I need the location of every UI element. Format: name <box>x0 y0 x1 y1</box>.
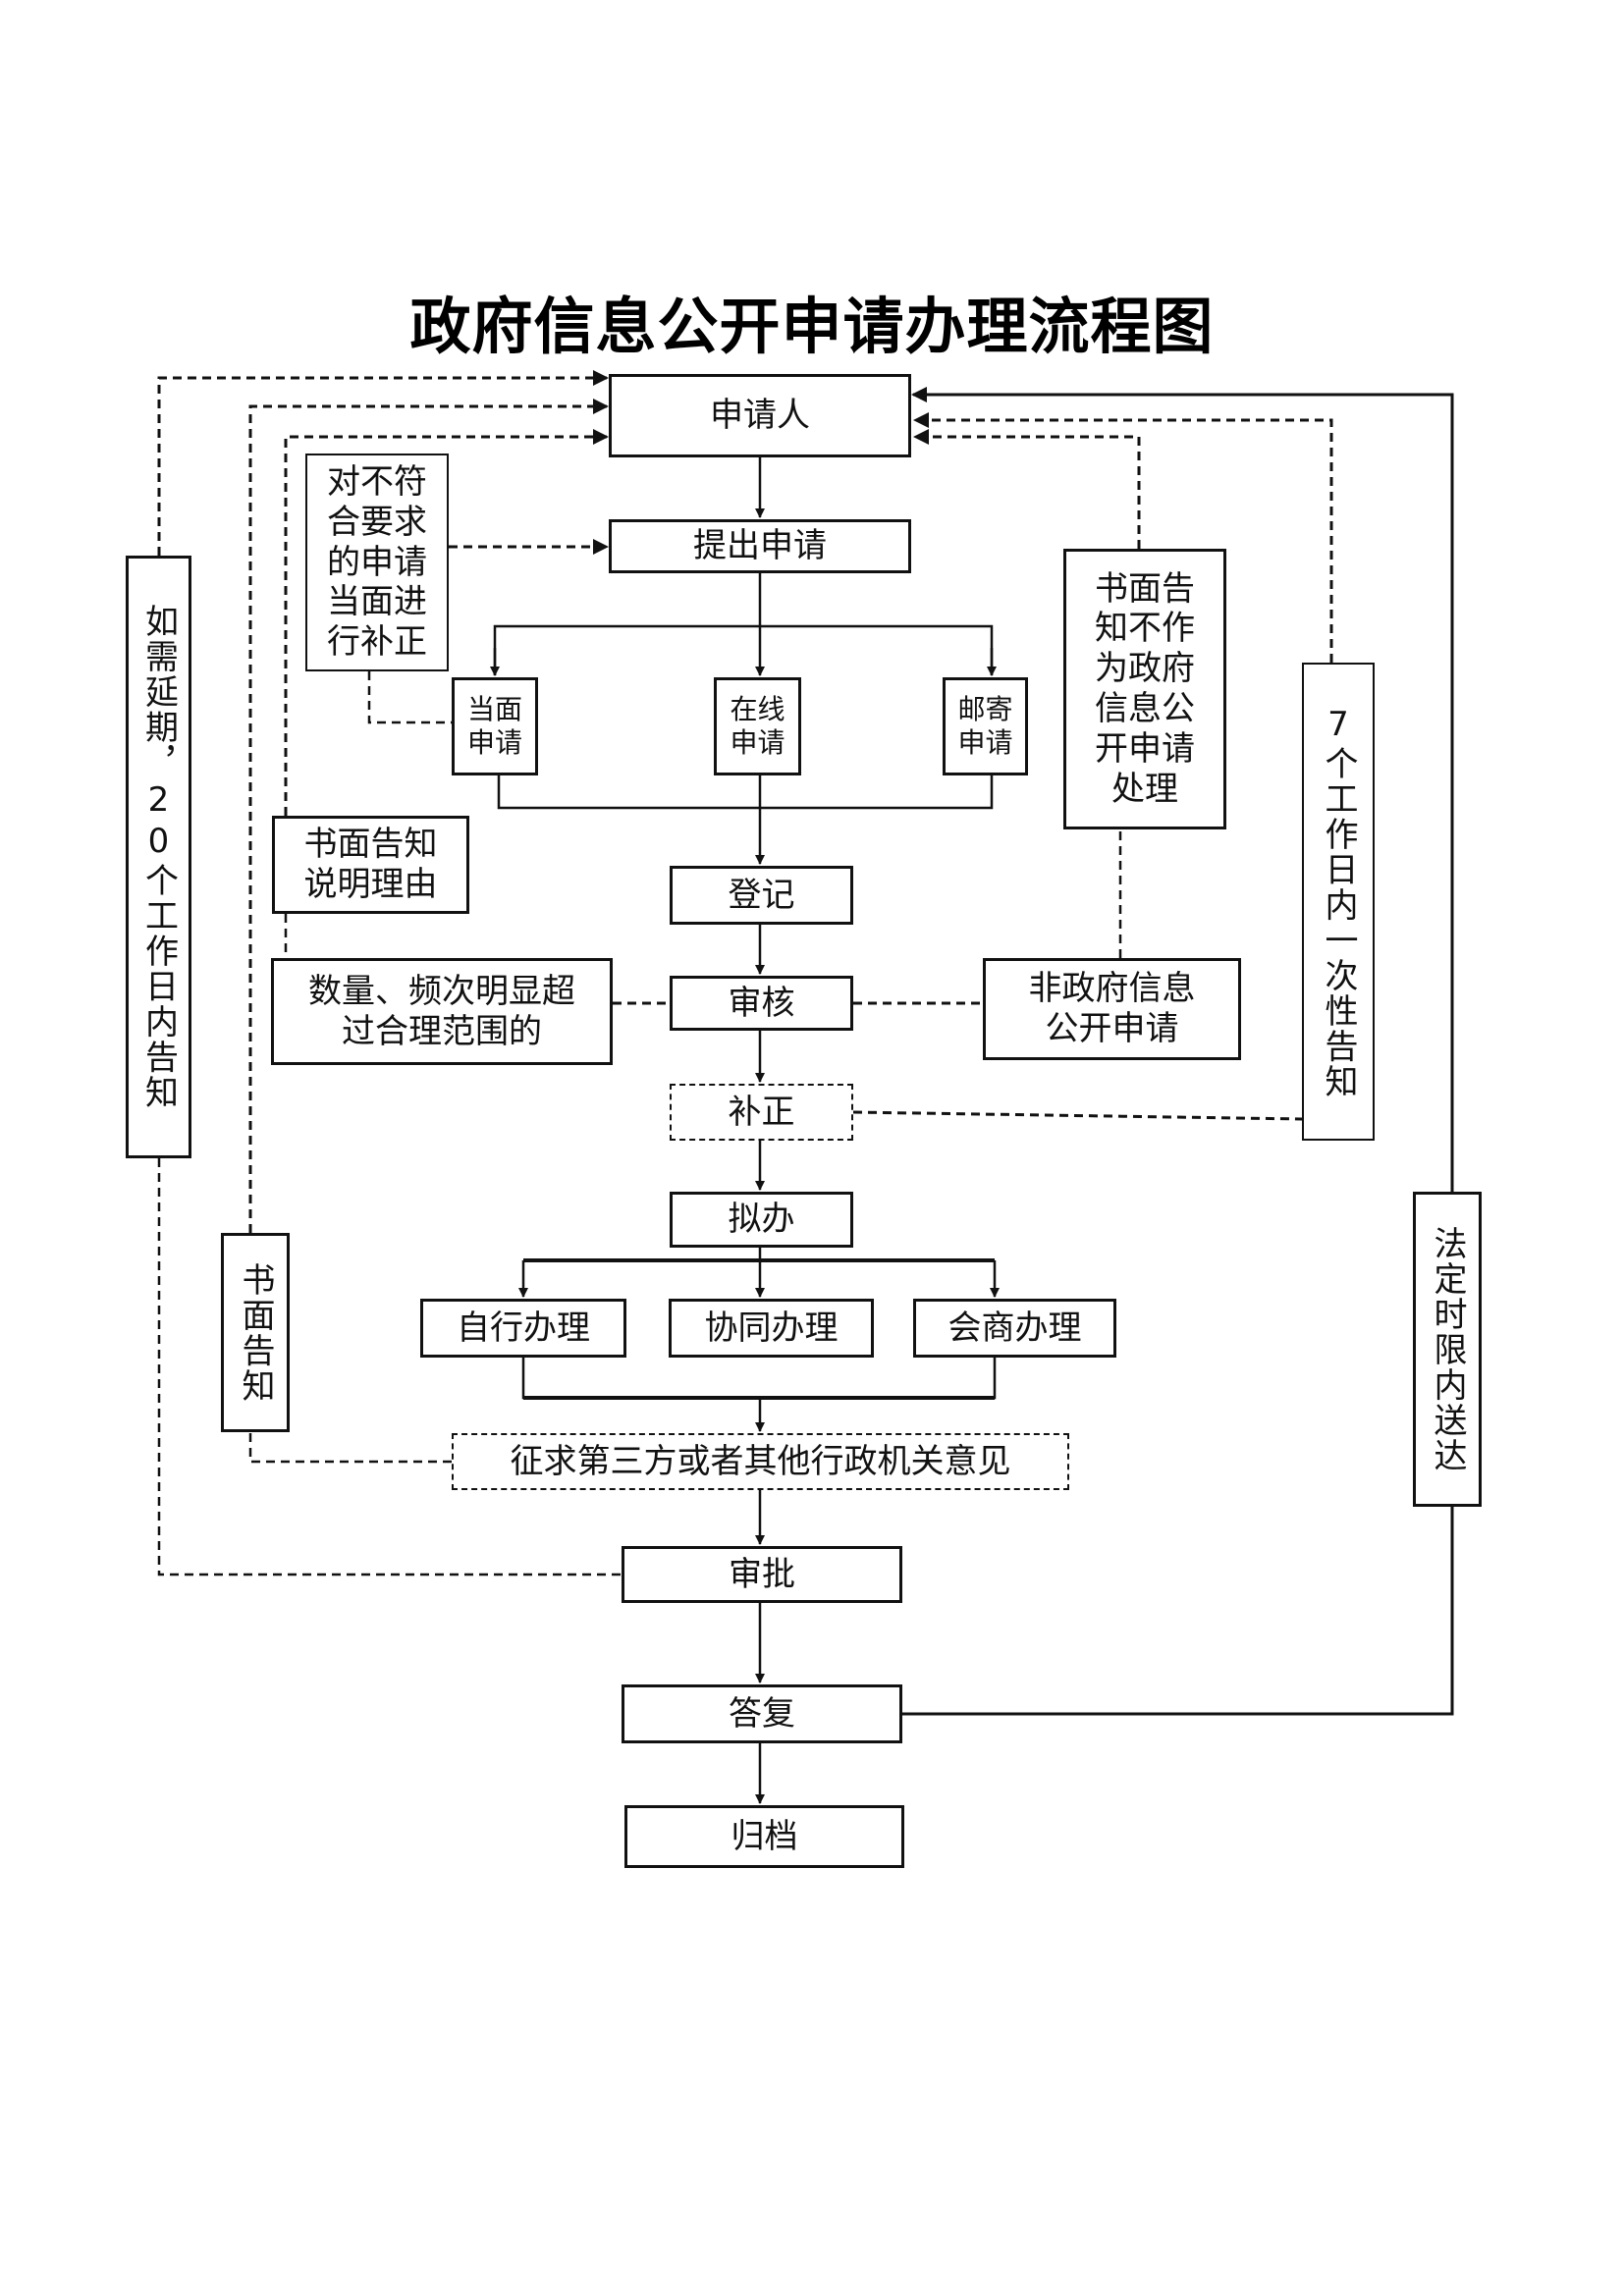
node-written-reason-label: 书面告知 说明理由 <box>303 825 438 904</box>
node-correction-on-site: 对不符 合要求 的申请 当面进 行补正 <box>305 454 449 671</box>
node-third-party: 征求第三方或者其他行政机关意见 <box>452 1433 1069 1490</box>
line-handle-merge <box>521 1358 997 1400</box>
dashed-correction-to-inperson <box>367 671 452 724</box>
node-self-handle: 自行办理 <box>420 1299 626 1358</box>
dashed-notice-to-applicant-right <box>913 429 1141 549</box>
node-seven-days-notice-label: 7个工作日内一次性告知 <box>1319 704 1358 1099</box>
node-approve-label: 审批 <box>729 1554 795 1594</box>
node-in-person: 当面 申请 <box>452 677 538 775</box>
arrow-statutory-to-applicant <box>911 387 1454 1192</box>
node-online: 在线 申请 <box>714 677 801 775</box>
node-joint-handle: 协同办理 <box>669 1299 874 1358</box>
node-submit: 提出申请 <box>609 519 911 573</box>
dashed-notice-to-applicant <box>248 399 609 1233</box>
node-reply-label: 答复 <box>729 1693 795 1734</box>
line-split-bar <box>493 624 994 675</box>
node-supplement-label: 补正 <box>728 1092 795 1132</box>
node-applicant: 申请人 <box>609 374 911 457</box>
dashed-extension-to-applicant <box>157 370 609 556</box>
node-extension-notice-label: 如需延期，20个工作日内告知 <box>138 604 179 1110</box>
node-register: 登记 <box>670 866 853 925</box>
node-statutory-delivery: 法定时限内送达 <box>1413 1192 1482 1507</box>
line-reply-to-statutory <box>902 1507 1454 1716</box>
node-consult-handle-label: 会商办理 <box>947 1308 1082 1348</box>
dashed-extension-to-approve <box>157 1158 622 1576</box>
node-not-gov-info-notice: 书面告 知不作 为政府 信息公 开申请 处理 <box>1063 549 1226 829</box>
node-not-gov-info-notice-label: 书面告 知不作 为政府 信息公 开申请 处理 <box>1095 568 1195 809</box>
node-review-label: 审核 <box>728 983 795 1023</box>
node-third-party-label: 征求第三方或者其他行政机关意见 <box>510 1441 1011 1481</box>
node-mail: 邮寄 申请 <box>943 677 1028 775</box>
node-consult-handle: 会商办理 <box>913 1299 1116 1358</box>
node-applicant-label: 申请人 <box>710 396 810 436</box>
node-non-gov-info: 非政府信息 公开申请 <box>983 958 1241 1060</box>
dashed-third-to-notice <box>248 1432 452 1464</box>
node-approve: 审批 <box>622 1546 902 1603</box>
node-online-label: 在线 申请 <box>730 693 785 759</box>
dashed-supplement-to-seven <box>852 1110 1303 1121</box>
dashed-seven-to-applicant <box>913 412 1333 663</box>
node-correction-on-site-label: 对不符 合要求 的申请 当面进 行补正 <box>327 462 427 663</box>
node-written-notice-label: 书面告知 <box>236 1261 275 1404</box>
node-submit-label: 提出申请 <box>693 526 827 566</box>
node-mail-label: 邮寄 申请 <box>957 693 1013 759</box>
node-written-reason: 书面告知 说明理由 <box>272 816 469 914</box>
node-statutory-delivery-label: 法定时限内送达 <box>1428 1225 1467 1473</box>
node-self-handle-label: 自行办理 <box>457 1308 590 1348</box>
node-supplement: 补正 <box>670 1084 853 1141</box>
node-in-person-label: 当面 申请 <box>466 693 522 759</box>
node-written-notice: 书面告知 <box>221 1233 290 1432</box>
node-review: 审核 <box>670 976 853 1031</box>
node-seven-days-notice: 7个工作日内一次性告知 <box>1302 663 1375 1141</box>
node-extension-notice: 如需延期，20个工作日内告知 <box>126 556 191 1158</box>
node-archive-label: 归档 <box>731 1816 798 1856</box>
node-draft: 拟办 <box>670 1192 853 1248</box>
node-joint-handle-label: 协同办理 <box>704 1308 839 1348</box>
line-merge-bar <box>497 775 994 810</box>
diagram-title: 政府信息公开申请办理流程图 <box>409 291 1215 362</box>
node-register-label: 登记 <box>728 875 795 915</box>
node-non-gov-info-label: 非政府信息 公开申请 <box>1028 969 1196 1048</box>
node-excessive: 数量、频次明显超 过合理范围的 <box>271 958 613 1065</box>
node-draft-label: 拟办 <box>728 1200 795 1240</box>
node-excessive-label: 数量、频次明显超 过合理范围的 <box>308 971 575 1051</box>
dashed-reason-to-applicant <box>284 429 609 816</box>
node-archive: 归档 <box>624 1805 904 1868</box>
node-reply: 答复 <box>622 1684 902 1743</box>
